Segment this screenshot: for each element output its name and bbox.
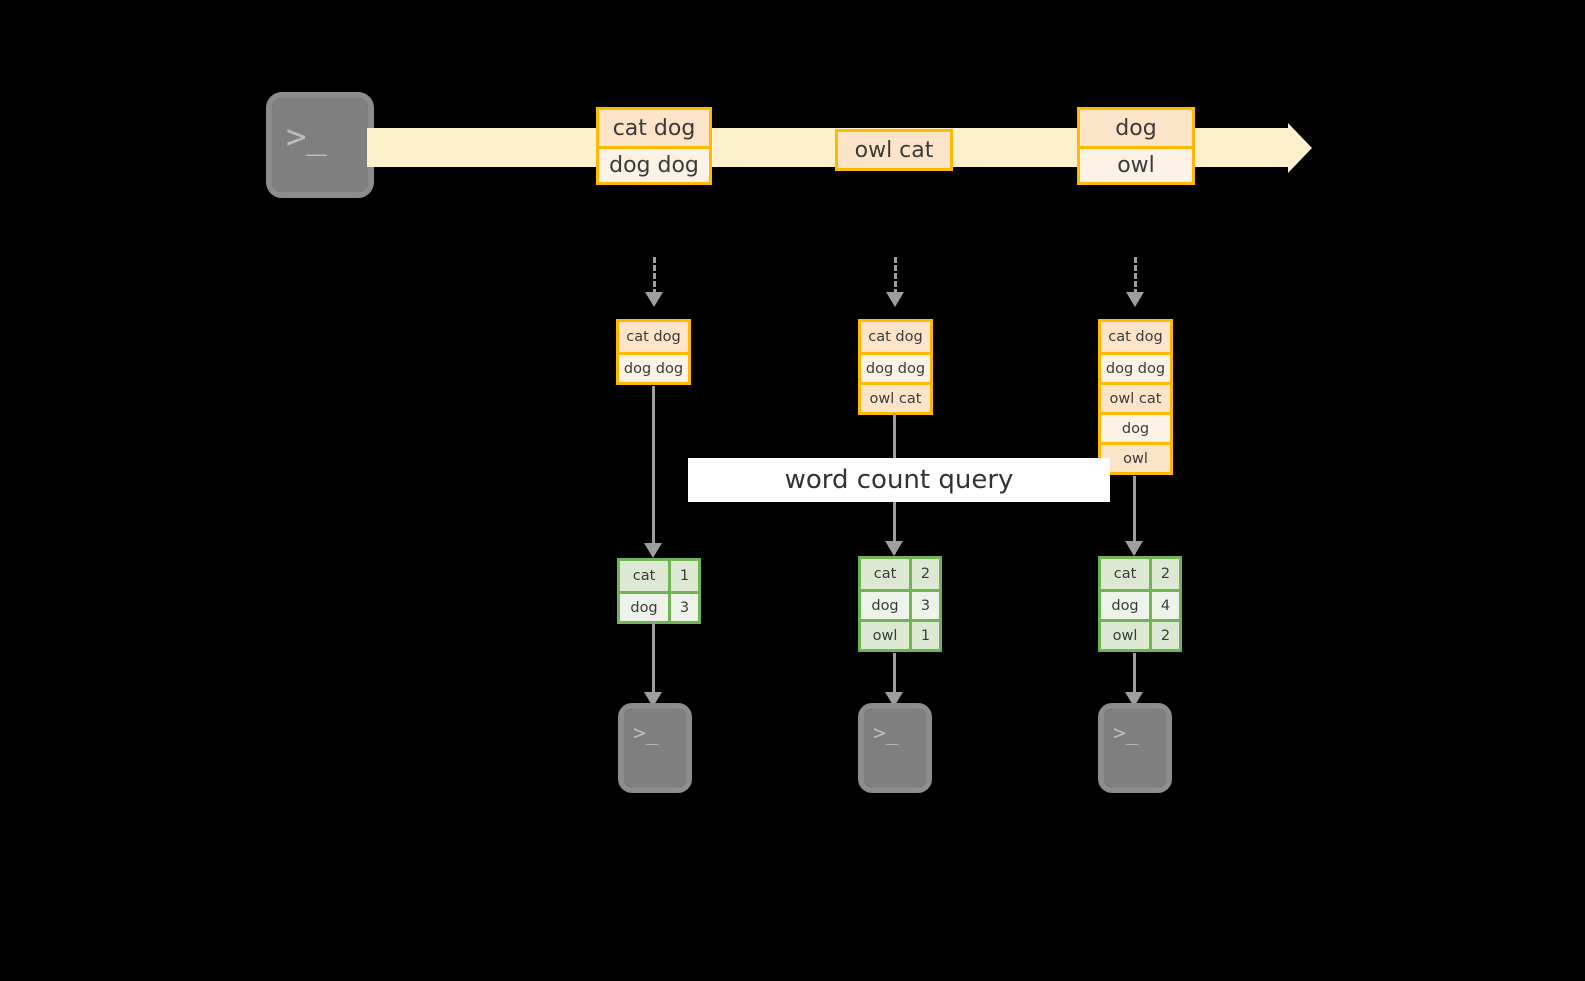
result-word: cat: [861, 559, 909, 589]
input-row: cat dog: [1101, 322, 1170, 352]
result-count: 2: [1149, 559, 1179, 589]
input-row: owl cat: [861, 382, 930, 412]
stream-record: dog: [1080, 110, 1192, 146]
terminal-prompt-glyph: >_: [286, 117, 327, 157]
stream-to-input-line-1: [653, 257, 656, 295]
stream-record: cat dog: [599, 110, 709, 146]
input-row: cat dog: [619, 322, 688, 352]
stream-to-input-line-3: [1134, 257, 1137, 295]
result-count: 1: [909, 622, 939, 649]
result-to-sink-line-1: [652, 622, 655, 696]
stream-batch-1: cat dog dog dog: [596, 107, 712, 185]
result-count: 1: [668, 561, 698, 591]
input-row: dog: [1101, 412, 1170, 442]
result-row: owl 1: [861, 619, 939, 649]
result-word: owl: [1101, 622, 1149, 649]
input-row: dog dog: [619, 352, 688, 382]
stream-record: dog dog: [599, 146, 709, 182]
stream-to-input-arrow-2: [886, 292, 904, 307]
source-terminal-icon: >_: [266, 92, 374, 198]
result-to-sink-line-2: [893, 653, 896, 696]
stream-to-input-arrow-3: [1126, 292, 1144, 307]
input-row: dog dog: [1101, 352, 1170, 382]
input-to-result-line-3: [1133, 476, 1136, 554]
stream-record: owl cat: [838, 132, 950, 168]
result-word: cat: [620, 561, 668, 591]
stream-batch-2: owl cat: [835, 129, 953, 171]
result-row: owl 2: [1101, 619, 1179, 649]
stream-to-input-line-2: [894, 257, 897, 295]
stream-to-input-arrow-1: [645, 292, 663, 307]
result-word: dog: [861, 592, 909, 619]
result-row: dog 3: [861, 589, 939, 619]
result-to-sink-arrow-3: [1125, 692, 1143, 707]
terminal-prompt-glyph: >_: [633, 721, 659, 745]
result-count: 4: [1149, 592, 1179, 619]
input-row: cat dog: [861, 322, 930, 352]
result-word: dog: [1101, 592, 1149, 619]
result-count: 2: [1149, 622, 1179, 649]
stream-batch-3: dog owl: [1077, 107, 1195, 185]
result-count: 2: [909, 559, 939, 589]
input-to-result-arrow-3: [1125, 541, 1143, 556]
input-to-result-arrow-1: [644, 543, 662, 558]
input-to-result-line-1: [652, 386, 655, 554]
input-row: dog dog: [861, 352, 930, 382]
result-word: owl: [861, 622, 909, 649]
result-row: dog 4: [1101, 589, 1179, 619]
result-to-sink-arrow-1: [644, 692, 662, 707]
result-count: 3: [909, 592, 939, 619]
result-word: cat: [1101, 559, 1149, 589]
result-row: cat 1: [620, 561, 698, 591]
terminal-prompt-glyph: >_: [1113, 721, 1139, 745]
input-to-result-arrow-2: [885, 541, 903, 556]
result-row: cat 2: [1101, 559, 1179, 589]
result-word: dog: [620, 594, 668, 621]
result-table-2: cat 2 dog 3 owl 1: [858, 556, 942, 652]
sink-terminal-icon-1: >_: [618, 703, 692, 793]
input-table-3: cat dog dog dog owl cat dog owl: [1098, 319, 1173, 475]
result-count: 3: [668, 594, 698, 621]
sink-terminal-icon-3: >_: [1098, 703, 1172, 793]
result-to-sink-line-3: [1133, 653, 1136, 696]
result-row: cat 2: [861, 559, 939, 589]
result-row: dog 3: [620, 591, 698, 621]
sink-terminal-icon-2: >_: [858, 703, 932, 793]
input-row: owl: [1101, 442, 1170, 472]
result-table-3: cat 2 dog 4 owl 2: [1098, 556, 1182, 652]
input-table-1: cat dog dog dog: [616, 319, 691, 385]
result-to-sink-arrow-2: [885, 692, 903, 707]
stream-record: owl: [1080, 146, 1192, 182]
result-table-1: cat 1 dog 3: [617, 558, 701, 624]
stream-arrow-head: [1288, 123, 1312, 173]
terminal-prompt-glyph: >_: [873, 721, 899, 745]
input-row: owl cat: [1101, 382, 1170, 412]
query-label: word count query: [688, 458, 1110, 502]
input-table-2: cat dog dog dog owl cat: [858, 319, 933, 415]
